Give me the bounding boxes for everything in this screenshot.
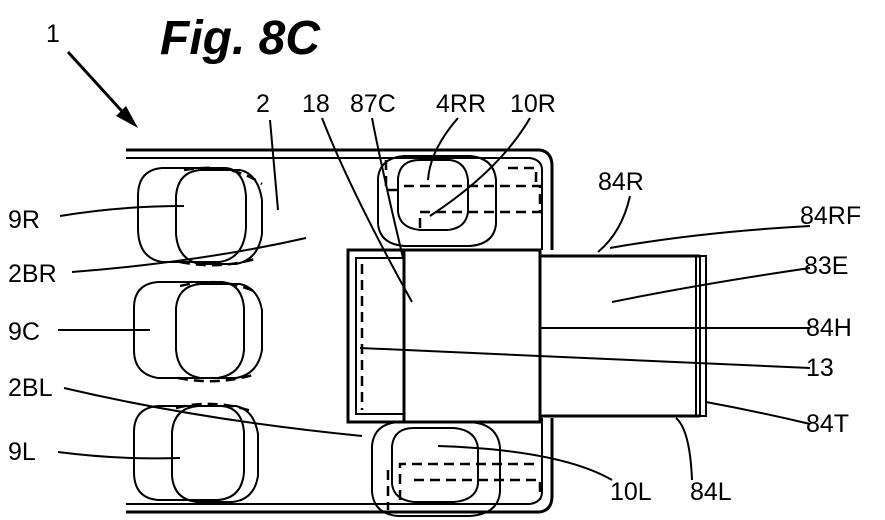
label-2BR: 2BR	[8, 260, 57, 288]
label-84R: 84R	[598, 168, 644, 196]
label-84L: 84L	[690, 478, 732, 506]
label-18: 18	[302, 90, 330, 118]
label-9R: 9R	[8, 206, 40, 234]
label-83E: 83E	[804, 252, 848, 280]
label-2: 2	[256, 90, 270, 118]
label-2BL: 2BL	[8, 374, 53, 402]
rear-seat-left	[133, 402, 259, 503]
label-10R: 10R	[510, 90, 556, 118]
label-9C: 9C	[8, 318, 40, 346]
label-4RR: 4RR	[436, 90, 486, 118]
label-13: 13	[806, 354, 834, 382]
label-84RF: 84RF	[800, 202, 861, 230]
leader-lines	[57, 117, 811, 481]
front-seat-left	[371, 421, 542, 517]
front-seat-right	[377, 155, 542, 247]
label-84T: 84T	[806, 410, 849, 438]
table-unit	[346, 248, 542, 424]
figure-title: Fig. 8C	[160, 12, 321, 65]
vehicle-body-outline	[126, 148, 554, 514]
reference-arrow	[66, 50, 138, 128]
label-84H: 84H	[806, 314, 852, 342]
label-10L: 10L	[610, 478, 652, 506]
extension-board	[539, 254, 707, 418]
label-1: 1	[46, 20, 60, 48]
label-87C: 87C	[350, 90, 396, 118]
rear-seat-center	[133, 280, 263, 383]
label-9L: 9L	[8, 438, 36, 466]
